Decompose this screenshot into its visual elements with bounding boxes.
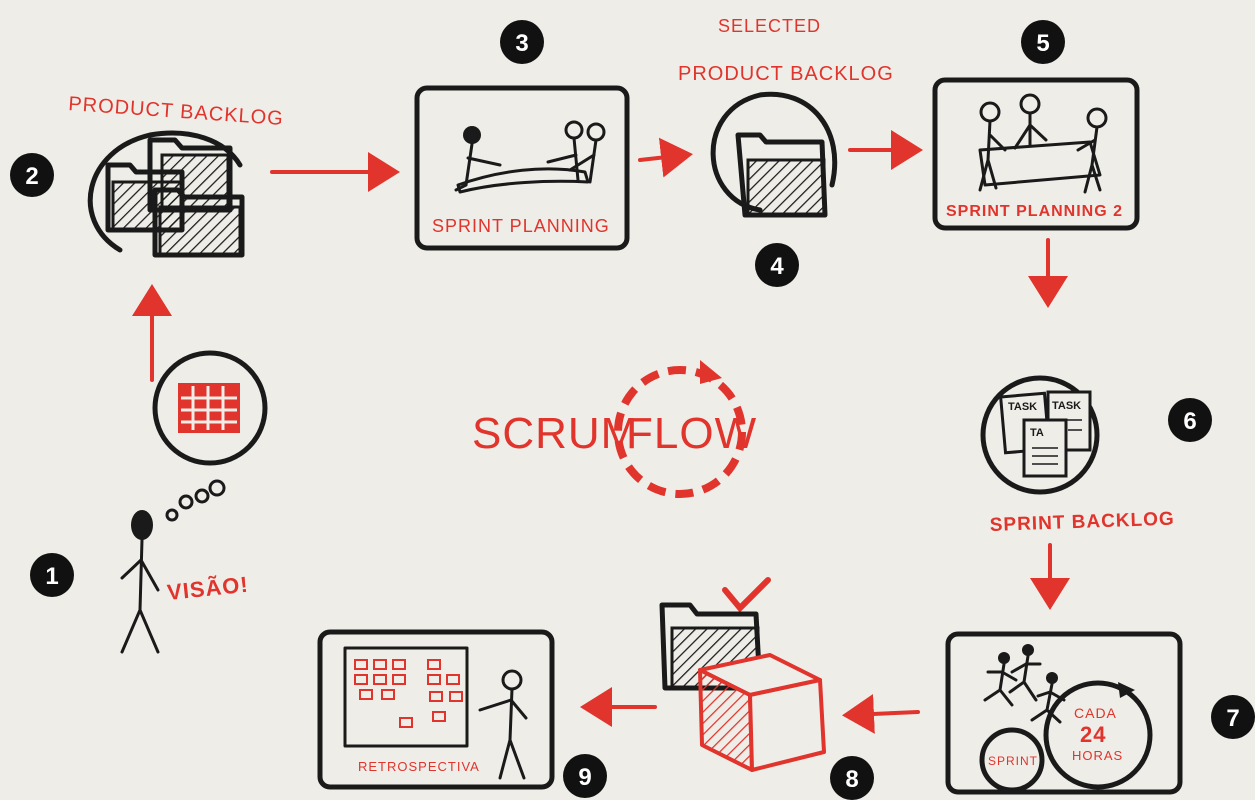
- arrow-sprint-to-increment: [850, 712, 918, 715]
- selected-backlog-label: PRODUCT BACKLOG: [678, 63, 894, 85]
- badge-1: 1: [30, 553, 74, 597]
- svg-text:4: 4: [770, 253, 784, 280]
- step-6-sprint-backlog: TASK TASK TA SPRINT BACKLOG: [983, 378, 1175, 536]
- retrospectiva-label: RETROSPECTIVA: [358, 759, 480, 774]
- svg-text:5: 5: [1036, 30, 1049, 57]
- task-card-a: TASK: [1008, 401, 1037, 413]
- badge-5: 5: [1021, 20, 1065, 64]
- task-card-c: TA: [1030, 427, 1044, 439]
- cada-label: CADA: [1074, 705, 1117, 721]
- badge-2: 2: [10, 153, 54, 197]
- hours-number-label: 24: [1080, 722, 1106, 747]
- vision-label: VISÃO!: [166, 572, 250, 605]
- increment-box-icon: [700, 655, 824, 770]
- svg-text:6: 6: [1183, 408, 1196, 435]
- folders-icon: [108, 140, 242, 255]
- step-7-sprint: CADA 24 HORAS SPRINT: [948, 634, 1180, 792]
- badge-9: 9: [563, 754, 607, 798]
- svg-text:2: 2: [25, 163, 38, 190]
- svg-text:8: 8: [845, 766, 858, 793]
- badge-4: 4: [755, 243, 799, 287]
- title-scrum: SCRUM: [472, 409, 638, 458]
- thought-bubble-icon: [167, 481, 224, 520]
- badge-6: 6: [1168, 398, 1212, 442]
- svg-text:7: 7: [1226, 705, 1239, 732]
- title-flow: FLOW: [626, 409, 757, 458]
- planning-meeting-icon: [456, 122, 604, 192]
- svg-text:9: 9: [578, 764, 591, 791]
- scrum-flow-title: SCRUM FLOW: [472, 360, 757, 494]
- checkmark-icon: [725, 580, 768, 608]
- badge-3: 3: [500, 20, 544, 64]
- horas-label: HORAS: [1072, 748, 1123, 763]
- arrow-planning-to-selected: [640, 155, 685, 160]
- step-9-retrospective: RETROSPECTIVA: [320, 632, 552, 787]
- selected-label: SELECTED: [718, 16, 821, 36]
- sprint-planning-label: SPRINT PLANNING: [432, 216, 610, 236]
- svg-text:3: 3: [515, 30, 528, 57]
- task-cards-icon: TASK TASK TA: [1001, 392, 1090, 476]
- step-4-selected-backlog: SELECTED PRODUCT BACKLOG: [678, 16, 894, 215]
- stick-figure-icon: [122, 510, 158, 652]
- step-2-product-backlog: PRODUCT BACKLOG: [68, 93, 285, 255]
- step-1-vision: VISÃO!: [122, 353, 265, 652]
- presenter-figure-icon: [480, 671, 526, 778]
- badge-7: 7: [1211, 695, 1255, 739]
- sprint-backlog-label: SPRINT BACKLOG: [989, 509, 1175, 536]
- selected-folder-icon: [738, 135, 825, 215]
- sprint-planning-2-label: SPRINT PLANNING 2: [946, 203, 1123, 220]
- svg-text:1: 1: [45, 563, 58, 590]
- step-8-increment: [662, 580, 824, 770]
- sprint-label: SPRINT: [988, 754, 1038, 768]
- product-backlog-label: PRODUCT BACKLOG: [68, 93, 285, 130]
- step-3-sprint-planning: SPRINT PLANNING: [417, 88, 627, 248]
- team-meeting-icon: [980, 95, 1106, 192]
- badge-8: 8: [830, 756, 874, 800]
- task-card-b: TASK: [1052, 400, 1081, 412]
- step-5-sprint-planning-2: SPRINT PLANNING 2: [935, 80, 1137, 228]
- vision-grid-icon: [155, 353, 265, 463]
